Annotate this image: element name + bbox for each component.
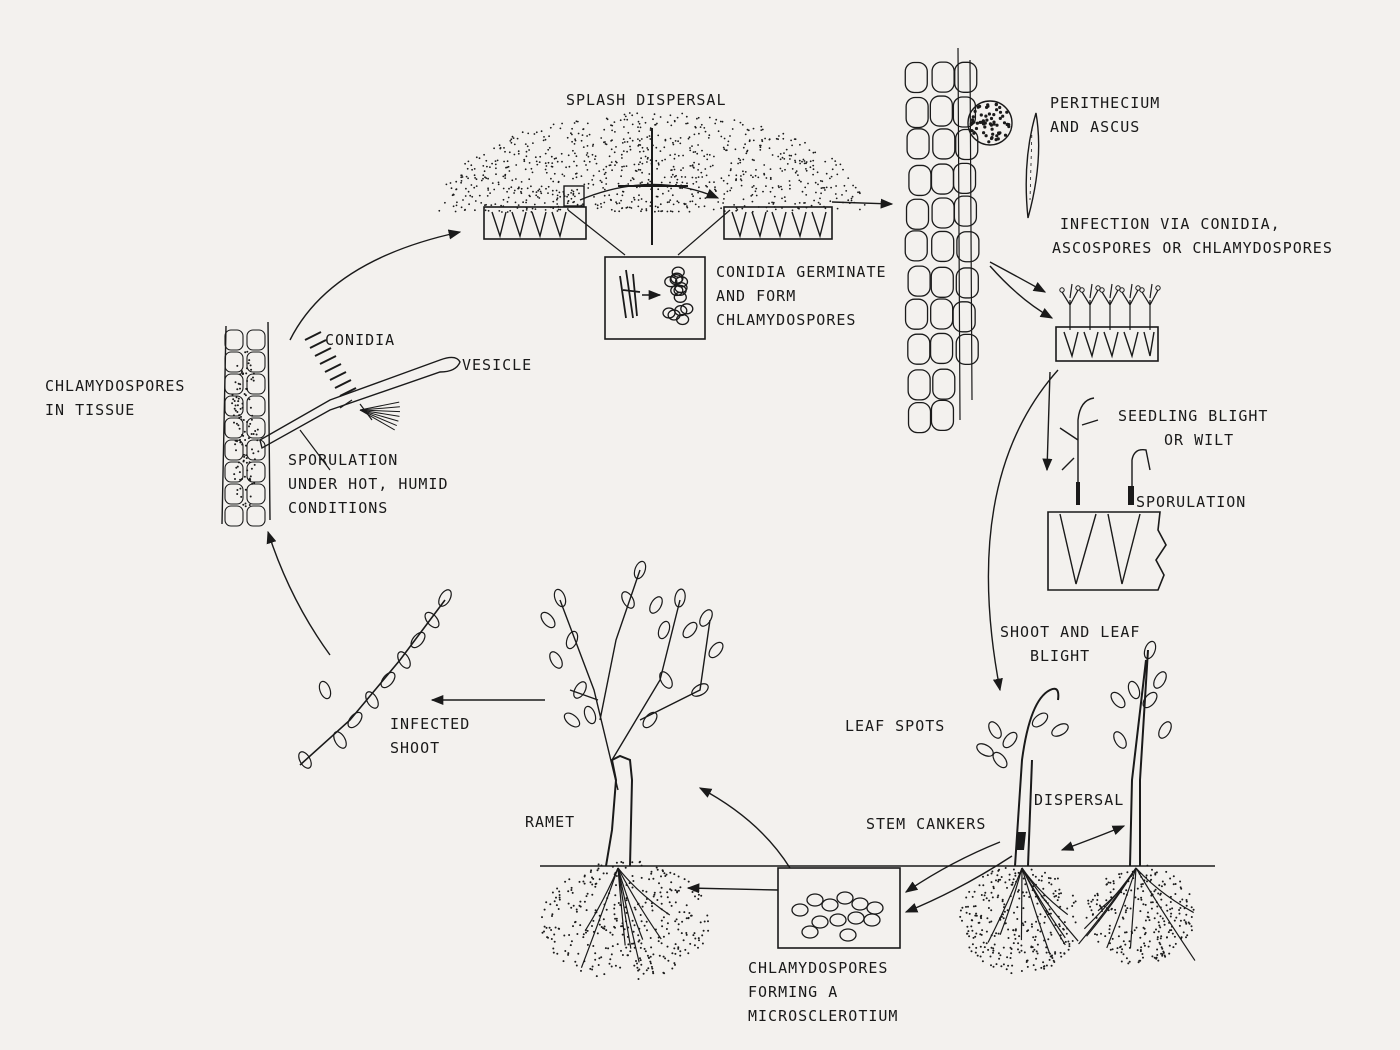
shoot-leaf-blight-illustration <box>540 640 1215 975</box>
sporulating-tissue-illustration <box>221 229 462 527</box>
label-conidia-germinate: CONIDIA GERMINATE AND FORM CHLAMYDOSPORE… <box>716 263 887 329</box>
infection-tray <box>989 261 1161 362</box>
label-stem-cankers: STEM CANKERS <box>866 815 987 833</box>
arrow-to-shoot-blight <box>987 369 1059 692</box>
microsclerotium-inset <box>686 787 1013 949</box>
label-infection-routes: INFECTION VIA CONIDIA, ASCOSPORES OR CHL… <box>1052 215 1333 257</box>
label-microsclerotium: CHLAMYDOSPORES FORMING A MICROSCLEROTIUM <box>748 959 899 1025</box>
label-perithecium-and-ascus: PERITHECIUM AND ASCUS <box>1050 94 1161 136</box>
host-tissue-column <box>904 47 1040 434</box>
label-dispersal: DISPERSAL <box>1034 791 1125 809</box>
splash-arrow <box>579 183 720 201</box>
splash-dispersal-illustration <box>438 112 894 256</box>
label-infected-shoot: INFECTED SHOOT <box>390 715 471 757</box>
label-ramet: RAMET <box>525 813 576 831</box>
seedling-tray-left <box>483 185 587 240</box>
label-seedling-blight: SEEDLING BLIGHT OR WILT <box>1118 407 1269 449</box>
splash-stipple <box>438 112 866 213</box>
label-shoot-and-leaf-blight: SHOOT AND LEAF BLIGHT <box>1000 623 1141 665</box>
label-vesicle: VESICLE <box>462 356 533 374</box>
infected-shoot-illustration <box>266 530 545 769</box>
label-sporulation: SPORULATION <box>1136 493 1247 511</box>
label-leaf-spots: LEAF SPOTS <box>845 717 946 735</box>
label-splash-dispersal: SPLASH DISPERSAL <box>566 91 727 109</box>
arrow-to-splash <box>289 229 462 341</box>
tray-to-tissue-arrow <box>831 198 894 209</box>
label-conidia: CONIDIA <box>325 331 396 349</box>
dispersal-arrow <box>1060 825 1126 851</box>
germination-inset <box>604 256 706 340</box>
seedling-tray-right <box>723 206 833 240</box>
label-chlamydospores-in-tissue: CHLAMYDOSPORES IN TISSUE <box>45 377 186 419</box>
ascus <box>1025 112 1040 219</box>
ramet-illustration <box>540 560 724 980</box>
seedling-blight-illustration <box>1042 371 1167 591</box>
perithecium <box>967 100 1013 146</box>
conidiophore <box>259 356 461 450</box>
label-sporulation-conditions: SPORULATION UNDER HOT, HUMID CONDITIONS <box>288 451 449 517</box>
